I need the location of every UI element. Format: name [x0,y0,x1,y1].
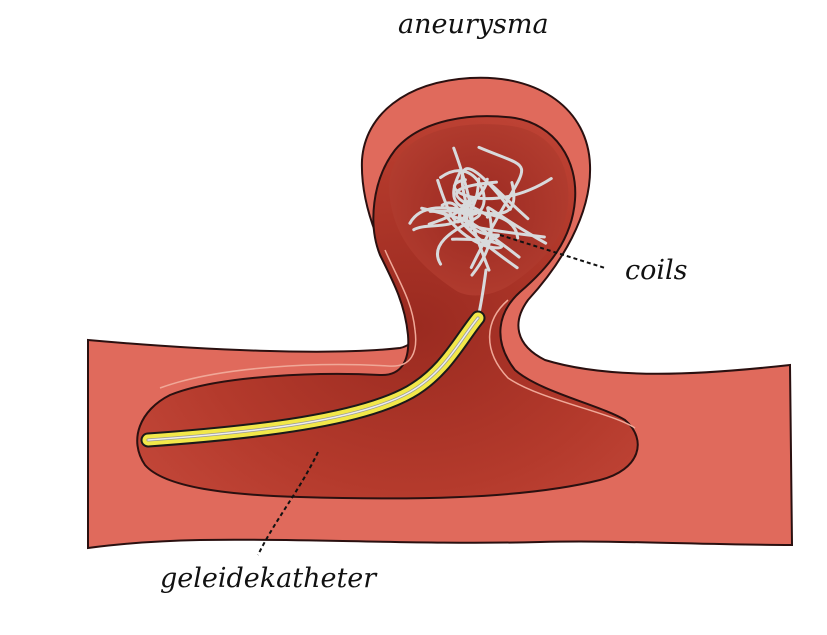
vessel-inner-line [159,249,417,389]
coils-label: coils [625,255,688,286]
catheter-leader-line [257,451,319,556]
coil-strand [460,204,500,246]
coils-leader-line [499,234,606,269]
vessel-inner-line-right [488,299,636,429]
aneurysma-label: aneurysma [398,9,549,40]
coil-mesh [408,145,553,320]
coil-strand [455,180,498,219]
catheter [140,310,486,448]
coil-strand [470,206,548,277]
coil-strand [441,209,504,250]
coil-strand [428,209,482,266]
catheter-label: geleidekatheter [160,563,377,594]
